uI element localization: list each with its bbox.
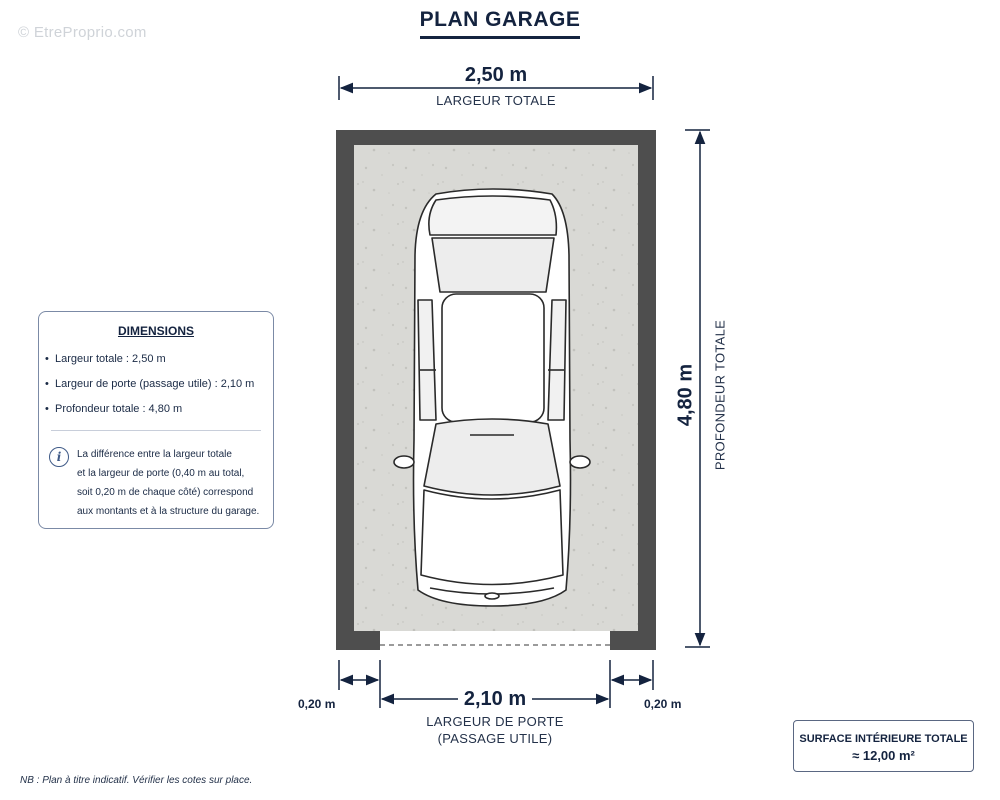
left-side-width: 0,20 m [298, 697, 336, 711]
page-title: PLAN GARAGE [0, 8, 1000, 39]
right-side-width: 0,20 m [644, 697, 682, 711]
info-icon: i [49, 447, 69, 467]
depth-label: PROFONDEUR TOTALE [712, 319, 728, 471]
note-line: soit 0,20 m de chaque côté) correspond [77, 487, 254, 498]
width-value: 2,50 m [464, 64, 528, 86]
width-dimension [338, 76, 654, 100]
bottom-dimensions [338, 660, 654, 708]
car-top-view [393, 188, 591, 607]
list-item: •Largeur de porte (passage utile) : 2,10… [45, 378, 255, 390]
door-label-line1: LARGEUR DE PORTE [426, 714, 564, 729]
list-item-text: Largeur de porte (passage utile) : 2,10 … [55, 378, 255, 390]
list-item-text: Profondeur totale : 4,80 m [55, 403, 183, 415]
list-item: •Largeur totale : 2,50 m [45, 353, 166, 365]
surface-value: ≈ 12,00 m² [852, 748, 915, 763]
info-note: La différence entre la largeur totale et… [77, 445, 273, 521]
depth-value: 4,80 m [674, 363, 697, 427]
dimensions-list: •Largeur totale : 2,50 m •Largeur de por… [45, 352, 254, 427]
note-line: aux montants et à la structure du garage… [77, 506, 260, 517]
note-line: et la largeur de porte (0,40 m au total, [77, 468, 245, 479]
divider [51, 430, 261, 431]
dimensions-info-box: DIMENSIONS •Largeur totale : 2,50 m •Lar… [38, 311, 274, 529]
surface-title: SURFACE INTÉRIEURE TOTALE [799, 733, 968, 745]
title-text: PLAN GARAGE [419, 8, 581, 39]
info-title: DIMENSIONS [117, 324, 194, 338]
watermark: © EtreProprio.com [18, 24, 147, 41]
width-label: LARGEUR TOTALE [436, 93, 556, 108]
list-item-text: Largeur totale : 2,50 m [55, 353, 166, 365]
door-width-value-text: 2,10 m [457, 688, 533, 710]
nb-note: NB : Plan à titre indicatif. Vérifier le… [20, 775, 253, 786]
door-width-value: 2,10 m [395, 688, 595, 711]
list-item: •Profondeur totale : 4,80 m [45, 403, 183, 415]
depth-dimension [685, 129, 710, 648]
surface-box: SURFACE INTÉRIEURE TOTALE ≈ 12,00 m² [793, 720, 974, 772]
note-line: La différence entre la largeur totale [77, 449, 232, 460]
door-label-line2: (PASSAGE UTILE) [437, 731, 553, 746]
